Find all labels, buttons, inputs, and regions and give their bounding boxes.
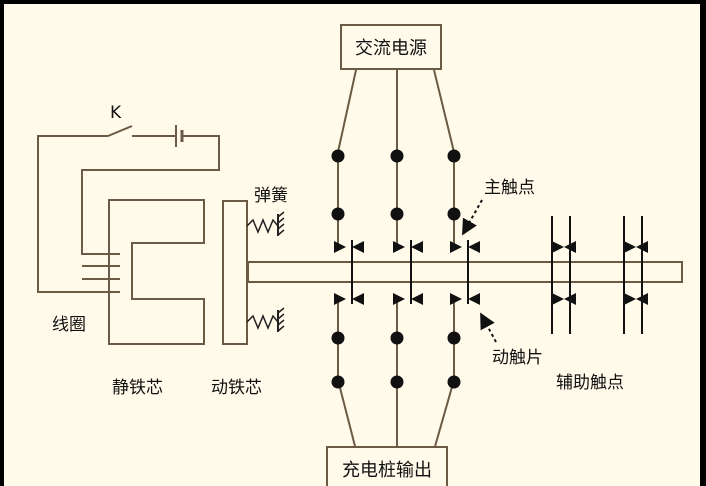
terminal-dot (331, 207, 345, 221)
contact-point (468, 293, 480, 305)
switch-k-label: K (110, 103, 122, 123)
terminal-dot (331, 331, 345, 345)
charger-output-wires (337, 379, 455, 451)
contact-point (636, 293, 648, 305)
contact-point (636, 241, 648, 253)
contact-point (468, 241, 480, 253)
terminal-dot (390, 375, 404, 389)
spring-label: 弹簧 (254, 186, 288, 206)
terminal-dot (447, 149, 461, 163)
moving-iron-core (222, 200, 248, 345)
ac-power-box: 交流电源 (340, 24, 442, 70)
contact-point (564, 241, 576, 253)
aux-contact-label: 辅助触点 (556, 373, 624, 393)
main-contact-label: 主触点 (484, 178, 535, 198)
main-contact-column-2 (390, 149, 423, 389)
aux-contact-1 (551, 216, 576, 334)
diagram-frame: 交流电源 充电桩输出 K 线圈 弹簧 静铁芯 动铁芯 主触点 动触片 辅助触点 (4, 4, 700, 486)
contact-point (564, 293, 576, 305)
aux-contact-2 (623, 216, 648, 334)
contact-point (334, 241, 346, 253)
spring-lower (246, 307, 285, 332)
contact-point (334, 293, 346, 305)
circuit-wire-left (37, 135, 120, 293)
contact-point (552, 293, 564, 305)
ac-power-wires (337, 69, 455, 153)
contact-point (624, 293, 636, 305)
circuit-wire-right (81, 135, 220, 255)
terminal-dot (390, 207, 404, 221)
terminal-dot (331, 375, 345, 389)
aux-contacts (551, 216, 648, 334)
ac-power-label: 交流电源 (355, 38, 427, 59)
moving-core-label: 动铁芯 (211, 378, 262, 398)
contact-point (552, 241, 564, 253)
terminal-dot (447, 331, 461, 345)
contact-point (393, 241, 405, 253)
charger-output-label: 充电桩输出 (342, 460, 432, 481)
moving-bar (247, 261, 683, 283)
main-contact-column-3 (447, 149, 480, 389)
contact-point (393, 293, 405, 305)
switch-k-blade (107, 125, 133, 137)
contact-point (411, 293, 423, 305)
contact-point (624, 241, 636, 253)
charger-output-box: 充电桩输出 (326, 446, 448, 486)
terminal-dot (390, 149, 404, 163)
terminal-dot (447, 375, 461, 389)
moving-contact-arrow (480, 312, 497, 343)
contact-point (352, 241, 364, 253)
terminal-dot (331, 149, 345, 163)
main-contacts (331, 149, 480, 389)
contactor-diagram (37, 69, 683, 451)
static-iron-core (108, 199, 205, 345)
spring-upper (246, 211, 285, 236)
moving-contact-label: 动触片 (492, 348, 543, 368)
contact-point (450, 241, 462, 253)
terminal-dot (447, 207, 461, 221)
contact-point (450, 293, 462, 305)
main-contact-column-1 (331, 149, 364, 389)
contact-point (411, 241, 423, 253)
switch-circuit (37, 125, 220, 293)
main-contact-arrow (462, 199, 483, 236)
terminal-dot (390, 331, 404, 345)
static-core-label: 静铁芯 (112, 378, 163, 398)
coil-label: 线圈 (52, 315, 86, 335)
contact-point (352, 293, 364, 305)
